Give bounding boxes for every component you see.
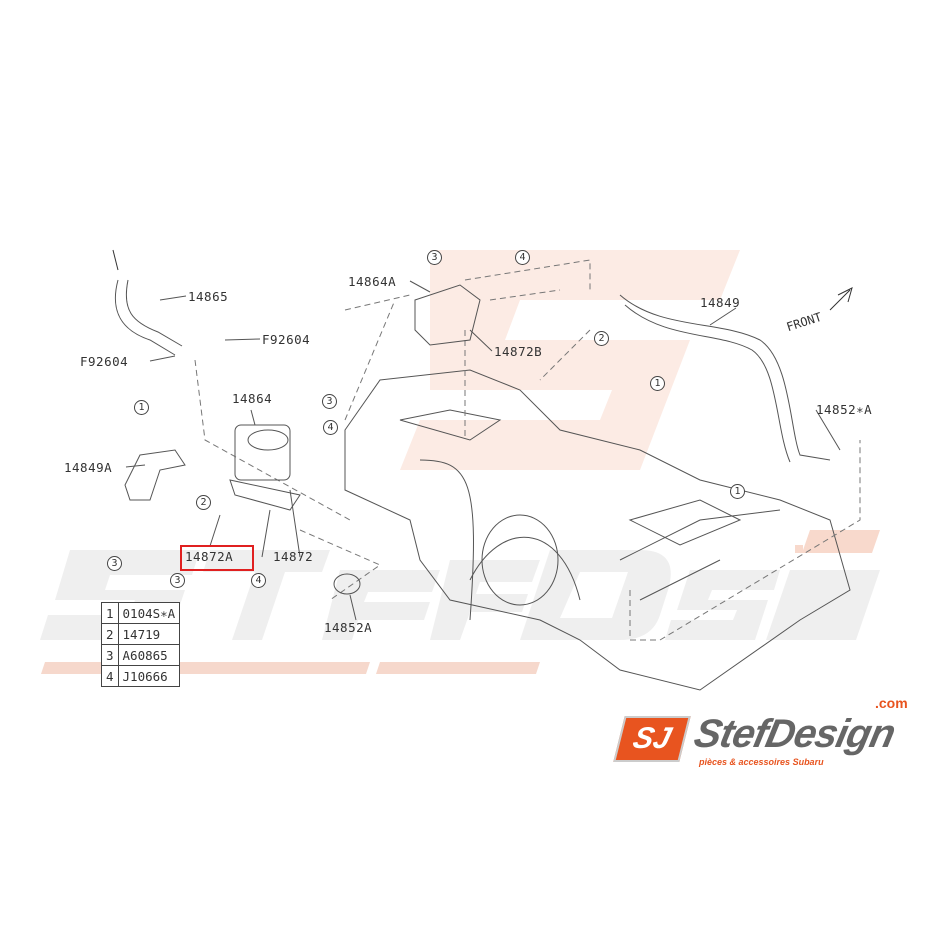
callout-3[interactable]: 3 — [427, 250, 442, 265]
callout-2[interactable]: 2 — [196, 495, 211, 510]
legend-num: 3 — [101, 644, 119, 666]
legend-part: A60865 — [117, 644, 181, 666]
part-label-f92604[interactable]: F92604 — [262, 332, 311, 347]
part-label-14864[interactable]: 14864 — [232, 391, 273, 406]
part-label-14852a-star[interactable]: 14852∗A — [816, 402, 873, 417]
legend-num: 1 — [101, 602, 119, 624]
callout-3[interactable]: 3 — [322, 394, 337, 409]
stefdesign-logo: SJ StefDesign .com pièces & accessoires … — [613, 696, 923, 772]
logo-domain: .com — [875, 695, 908, 711]
legend-part: J10666 — [117, 665, 181, 687]
legend-num: 4 — [101, 665, 119, 687]
highlighted-part-box — [180, 545, 254, 571]
part-label-14849[interactable]: 14849 — [700, 295, 741, 310]
part-label-14865[interactable]: 14865 — [188, 289, 229, 304]
watermark-domain — [795, 530, 880, 553]
callout-4[interactable]: 4 — [515, 250, 530, 265]
part-label-14849a[interactable]: 14849A — [64, 460, 113, 475]
callout-1[interactable]: 1 — [134, 400, 149, 415]
callout-2[interactable]: 2 — [594, 331, 609, 346]
logo-tagline: pièces & accessoires Subaru — [699, 757, 824, 767]
callout-3[interactable]: 3 — [107, 556, 122, 571]
callout-1[interactable]: 1 — [730, 484, 745, 499]
callout-4[interactable]: 4 — [251, 573, 266, 588]
part-label-14872[interactable]: 14872 — [273, 549, 314, 564]
logo-monogram: SJ — [613, 716, 691, 762]
part-label-14872a[interactable]: 14872A — [185, 549, 234, 564]
legend-part: 0104S∗A — [117, 602, 181, 624]
part-label-14864a[interactable]: 14864A — [348, 274, 397, 289]
logo-name: StefDesign — [690, 712, 899, 756]
callout-1[interactable]: 1 — [650, 376, 665, 391]
part-label-14872b[interactable]: 14872B — [494, 344, 543, 359]
legend-num: 2 — [101, 623, 119, 645]
watermark-monogram — [400, 250, 740, 470]
part-label-14852a[interactable]: 14852A — [324, 620, 373, 635]
callout-3[interactable]: 3 — [170, 573, 185, 588]
callout-4[interactable]: 4 — [323, 420, 338, 435]
part-label-f92604-2[interactable]: F92604 — [80, 354, 129, 369]
legend-part: 14719 — [117, 623, 181, 645]
